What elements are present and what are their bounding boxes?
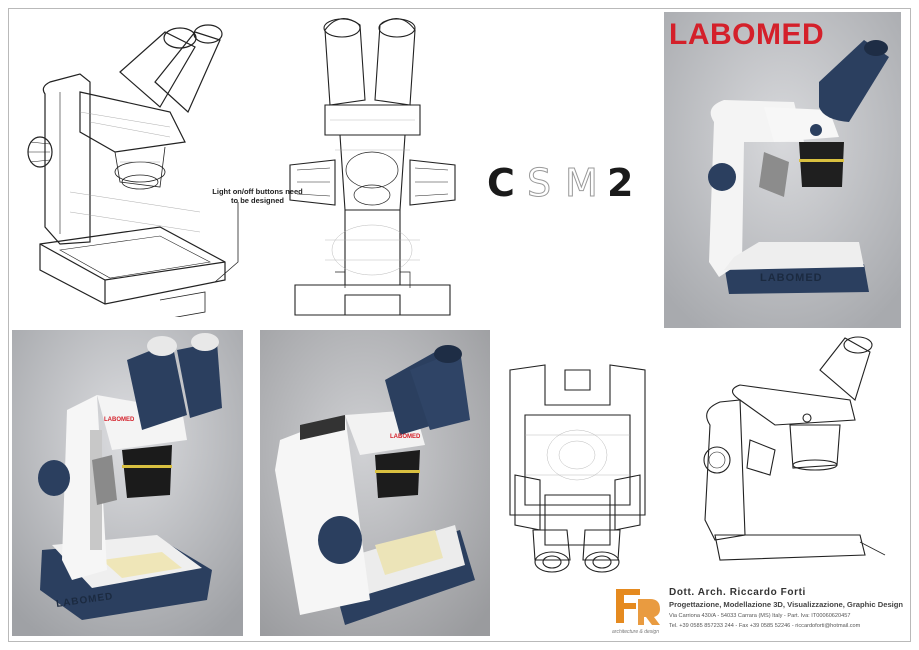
wireframe-bottom-view	[505, 355, 650, 580]
designer-services: Progettazione, Modellazione 3D, Visualiz…	[669, 600, 904, 609]
wireframe-perspective-view	[20, 12, 250, 317]
product-title: C S M 2	[487, 161, 637, 205]
render-rear-view: LABOMED	[260, 330, 490, 636]
designer-footer: architecture & design Dott. Arch. Riccar…	[612, 585, 912, 640]
head-label: LABOMED	[390, 434, 421, 440]
title-letter-s: S	[526, 161, 552, 205]
designer-name: Dott. Arch. Riccardo Forti	[669, 587, 806, 598]
title-letter-c: C	[487, 161, 515, 205]
base-label: LABOMED	[760, 272, 823, 284]
wireframe-front-view	[285, 10, 460, 325]
brand-logo: LABOMED	[669, 18, 825, 51]
logo-caption: architecture & design	[612, 629, 659, 635]
design-note: Light on/off buttons need to be designed	[212, 187, 303, 205]
wireframe-side-view	[695, 330, 905, 570]
board-frame	[8, 8, 911, 642]
title-letter-m: M	[565, 161, 599, 205]
render-side-view: LABOMED LABOMED	[664, 12, 901, 328]
designer-contacts: Tel. +39 0585 857233 244 - Fax +39 0585 …	[669, 623, 861, 629]
render-front-left-view: LABOMED LABOMED	[12, 330, 243, 636]
designer-logo	[612, 585, 662, 627]
arm-label: LABOMED	[104, 417, 135, 423]
designer-address: Via Carriona 430/A - 54033 Carrara (MS) …	[669, 613, 851, 619]
title-letter-2: 2	[607, 161, 634, 205]
